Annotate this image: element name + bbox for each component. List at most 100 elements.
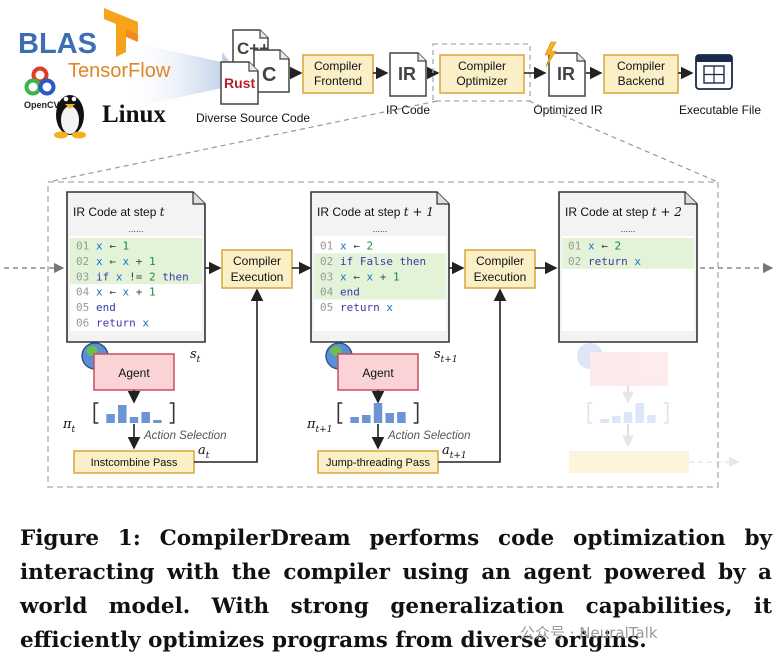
code-line: return x bbox=[340, 301, 393, 314]
code-line-number: 03 bbox=[320, 270, 333, 283]
policy-bar bbox=[141, 412, 150, 423]
policy-distribution-3 bbox=[587, 402, 669, 424]
policy-bar bbox=[118, 405, 127, 423]
code-line-number: 01 bbox=[568, 240, 581, 253]
policy-bar bbox=[350, 417, 359, 423]
code-line: if x != 2 then bbox=[96, 270, 189, 283]
source-file-c-icon: C bbox=[253, 49, 290, 93]
compiler-execution-box-2 bbox=[464, 249, 536, 289]
source-file-rust-icon: Rust bbox=[220, 61, 259, 105]
policy-distribution-2 bbox=[337, 402, 419, 424]
svg-text:Compiler: Compiler bbox=[458, 59, 506, 73]
code-line-number: 02 bbox=[320, 255, 333, 268]
code-line-number: 01 bbox=[76, 240, 89, 253]
policy-bar bbox=[373, 403, 383, 423]
executable-window-icon bbox=[695, 54, 733, 90]
compiler-optimizer-box bbox=[439, 54, 525, 94]
code-line-number: 04 bbox=[320, 286, 334, 299]
compiler-execution-box-1 bbox=[221, 249, 293, 289]
optimized-ir-file-icon: IR bbox=[548, 52, 586, 97]
svg-text:Compiler: Compiler bbox=[233, 254, 281, 268]
policy-distribution-1 bbox=[93, 402, 175, 424]
svg-text:Execution: Execution bbox=[474, 270, 527, 284]
ir-panel-ellipsis: ...... bbox=[372, 224, 387, 234]
policy-bar bbox=[362, 415, 371, 423]
blas-logo: BLAS bbox=[18, 28, 97, 60]
svg-text:IR: IR bbox=[398, 64, 416, 84]
action-label: at bbox=[198, 443, 210, 461]
svg-text:Backend: Backend bbox=[618, 74, 665, 88]
agent-label: Agent bbox=[118, 366, 150, 380]
code-line: end bbox=[96, 301, 116, 314]
svg-text:IR: IR bbox=[557, 64, 575, 84]
svg-text:Optimizer: Optimizer bbox=[456, 74, 507, 88]
action-label: at+1 bbox=[442, 443, 467, 461]
logo-cluster: BLAS TensorFlow OpenCV Linux bbox=[18, 8, 240, 139]
code-line: if False then bbox=[340, 255, 426, 268]
svg-text:Frontend: Frontend bbox=[314, 74, 362, 88]
figure-1: BLAS TensorFlow OpenCV Linux bbox=[4, 8, 774, 488]
pass-label: Instcombine Pass bbox=[91, 457, 178, 469]
ir-code-label: IR Code bbox=[386, 103, 430, 117]
ir-panel-ellipsis: ...... bbox=[620, 224, 635, 234]
optimization-loop-frame bbox=[47, 181, 719, 488]
pass-label: Jump-threading Pass bbox=[326, 457, 430, 469]
code-line-number: 03 bbox=[76, 270, 89, 283]
code-line-number: 02 bbox=[568, 255, 581, 268]
state-label: st bbox=[190, 347, 201, 365]
action-selection-label: Action Selection bbox=[387, 430, 470, 442]
optimized-ir-label: Optimized IR bbox=[533, 103, 603, 117]
code-line-number: 06 bbox=[76, 317, 89, 330]
policy-bar bbox=[129, 417, 139, 423]
figure-caption: Figure 1: CompilerDream performs code op… bbox=[20, 526, 772, 653]
linux-tux-icon bbox=[54, 95, 86, 139]
action-selection-label: Action Selection bbox=[143, 430, 226, 442]
svg-text:Compiler: Compiler bbox=[617, 59, 665, 73]
code-line: x ← 1 bbox=[96, 240, 129, 253]
compiler-backend-box bbox=[603, 54, 679, 94]
state-label: st+1 bbox=[434, 347, 458, 365]
agent-box bbox=[93, 353, 175, 391]
code-line-number: 01 bbox=[320, 240, 333, 253]
code-line: x ← 2 bbox=[588, 240, 621, 253]
policy-bar bbox=[385, 413, 394, 423]
tensorflow-logo: TensorFlow bbox=[68, 60, 171, 82]
tensorflow-logo-icon bbox=[104, 8, 138, 57]
policy-bar bbox=[600, 419, 609, 423]
policy-bar bbox=[635, 403, 644, 423]
policy-bar bbox=[612, 416, 621, 423]
source-merge-arrow bbox=[120, 40, 240, 110]
policy-label: πt bbox=[62, 417, 76, 435]
svg-text:Compiler: Compiler bbox=[476, 254, 524, 268]
diverse-source-code-label: Diverse Source Code bbox=[196, 111, 310, 125]
code-line: return x bbox=[588, 255, 641, 268]
svg-text:Compiler: Compiler bbox=[314, 59, 362, 73]
ir-panel-title: IR Code at step t bbox=[73, 205, 165, 219]
code-line: x ← x + 1 bbox=[96, 255, 156, 268]
ir-panel-title: IR Code at step t + 2 bbox=[565, 205, 682, 219]
top-pipeline: C++ C Rust Diverse Source Code Compiler … bbox=[196, 29, 761, 125]
policy-bar bbox=[647, 415, 656, 423]
agent-label: Agent bbox=[362, 366, 394, 380]
executable-file-label: Executable File bbox=[679, 103, 761, 117]
ir-code-panels: IR Code at step t...... 01 x ← 1 02 x ← x + … bbox=[66, 191, 698, 343]
code-line: x ← 2 bbox=[340, 240, 373, 253]
code-line-number: 05 bbox=[76, 301, 89, 314]
code-line-number: 04 bbox=[76, 286, 90, 299]
svg-text:Rust: Rust bbox=[224, 75, 255, 91]
faded-agent-section bbox=[569, 343, 740, 473]
policy-bar bbox=[397, 412, 406, 423]
watermark: 公众号 · NeuralTalk bbox=[520, 624, 658, 642]
code-line: x ← x + 1 bbox=[340, 270, 400, 283]
code-line: return x bbox=[96, 317, 149, 330]
opencv-logo: OpenCV bbox=[24, 100, 60, 110]
code-line: end bbox=[340, 286, 360, 299]
ir-panel-ellipsis: ...... bbox=[128, 224, 143, 234]
ir-code-panel-step-3: IR Code at step t + 2...... 01 x ← 2 02 retu… bbox=[558, 191, 698, 343]
code-line-number: 05 bbox=[320, 301, 333, 314]
